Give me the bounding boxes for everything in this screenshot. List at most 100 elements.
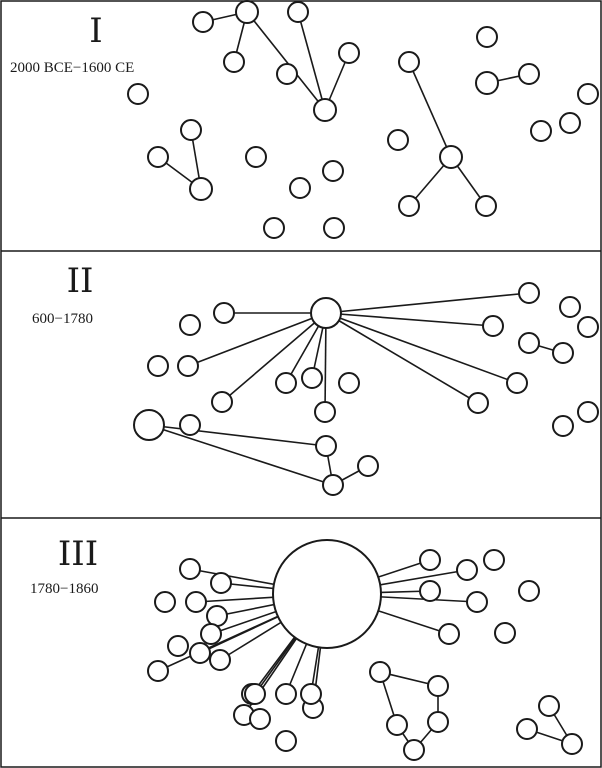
panel-1-node — [387, 129, 409, 151]
panel-1-node — [323, 217, 345, 239]
panel-3-numeral: III — [58, 534, 98, 574]
panel-3-date-range: 1780−1860 — [30, 581, 98, 597]
panel-2-node — [179, 414, 201, 436]
panel-1-node — [322, 160, 344, 182]
panel-3-leaf-node — [419, 580, 441, 602]
panel-2-leaf-node — [315, 435, 337, 457]
panel-3-leaf-node — [210, 572, 232, 594]
panel-3-node — [249, 708, 271, 730]
panel-1-node — [127, 83, 149, 105]
panel-1-node — [245, 146, 267, 168]
panel-2-leaf-node — [275, 372, 297, 394]
panel-2-leaf-node — [211, 391, 233, 413]
panel-3-leaf-node — [244, 683, 266, 705]
panel-3-leaf-node — [179, 558, 201, 580]
panel-2-leaf-node — [177, 355, 199, 377]
panel-2-leaf-node — [467, 392, 489, 414]
panel-3-leaf-node — [206, 605, 228, 627]
panel-3-node — [369, 661, 391, 683]
panel-1-hub-node — [189, 177, 213, 201]
panel-3-node — [275, 730, 297, 752]
panel-3-node — [516, 718, 538, 740]
panel-2-node — [179, 314, 201, 336]
panel-2-node — [338, 372, 360, 394]
panel-1-node — [476, 26, 498, 48]
panel-1-leaf-node — [180, 119, 202, 141]
panel-2-leaf-node — [518, 282, 540, 304]
panel-1-hub-node — [313, 98, 337, 122]
panel-3-leaf-node — [300, 683, 322, 705]
panel-2-leaf-node — [213, 302, 235, 324]
panel-2-date-range: 600−1780 — [32, 311, 93, 327]
panel-3-node — [427, 711, 449, 733]
panel-1-leaf-node — [223, 51, 245, 73]
panel-2-spoke — [325, 312, 494, 327]
panel-2-leaf-node — [314, 401, 336, 423]
panel-2-spoke — [221, 312, 327, 403]
panel-1-node — [530, 120, 552, 142]
nodes-layer — [127, 0, 599, 761]
panel-1-leaf-node — [147, 146, 169, 168]
panel-3-leaf-node — [147, 660, 169, 682]
panel-3-node — [538, 695, 560, 717]
panel-3-node — [561, 733, 583, 755]
panel-1-node — [276, 63, 298, 85]
panel-1-spoke — [297, 11, 326, 111]
panel-1-spoke — [408, 61, 452, 158]
panel-3-leaf-node — [275, 683, 297, 705]
panel-1-numeral: I — [89, 11, 102, 51]
panel-3-hub-node — [272, 539, 382, 649]
panel-2-node — [518, 332, 540, 354]
panel-3-leaf-node — [419, 549, 441, 571]
panel-2-spoke — [325, 292, 530, 314]
panel-2-node — [552, 415, 574, 437]
panel-3-leaf-node — [200, 623, 222, 645]
panel-1-node — [559, 112, 581, 134]
panel-2-leaf-node — [506, 372, 528, 394]
panel-2-leaf-node — [482, 315, 504, 337]
panel-3-node — [483, 549, 505, 571]
panel-1-node — [263, 217, 285, 239]
panel-3-node — [386, 714, 408, 736]
panel-3-leaf-node — [189, 642, 211, 664]
panel-2-numeral: II — [67, 261, 94, 301]
panel-2-leaf-node — [322, 474, 344, 496]
panel-1-date-range: 2000 BCE−1600 CE — [10, 60, 134, 76]
panel-3-node — [427, 675, 449, 697]
panel-2-node — [357, 455, 379, 477]
panel-1-leaf-node — [287, 1, 309, 23]
panel-1-hub-node — [439, 145, 463, 169]
panel-3-node — [167, 635, 189, 657]
panel-3-node — [494, 622, 516, 644]
panel-1-spoke — [246, 11, 326, 111]
panel-1-hub-node — [235, 0, 259, 24]
panel-1-leaf-node — [192, 11, 214, 33]
panel-2-spoke — [187, 312, 327, 367]
panel-2-hub-node — [133, 409, 165, 441]
panel-1-leaf-node — [398, 195, 420, 217]
panel-2-node — [577, 401, 599, 423]
panel-2-spoke — [148, 424, 334, 486]
panel-2-spoke — [325, 312, 479, 404]
panel-2-leaf-node — [301, 367, 323, 389]
panel-1-node — [289, 177, 311, 199]
panel-2-spoke — [148, 424, 327, 447]
panel-3-leaf-node — [185, 591, 207, 613]
panel-3-leaf-node — [438, 623, 460, 645]
panel-1-hub-node — [475, 71, 499, 95]
panel-3-node — [518, 580, 540, 602]
panel-1-leaf-node — [338, 42, 360, 64]
panel-1-node — [577, 83, 599, 105]
panel-2-spoke — [325, 312, 518, 384]
panel-1-leaf-node — [398, 51, 420, 73]
panel-2-node — [559, 296, 581, 318]
panel-2-node — [577, 316, 599, 338]
panel-2-node — [552, 342, 574, 364]
panel-3-leaf-node — [209, 649, 231, 671]
panel-1-leaf-node — [518, 63, 540, 85]
panel-2-hub-node — [310, 297, 342, 329]
panel-3-node — [154, 591, 176, 613]
panel-3-leaf-node — [456, 559, 478, 581]
